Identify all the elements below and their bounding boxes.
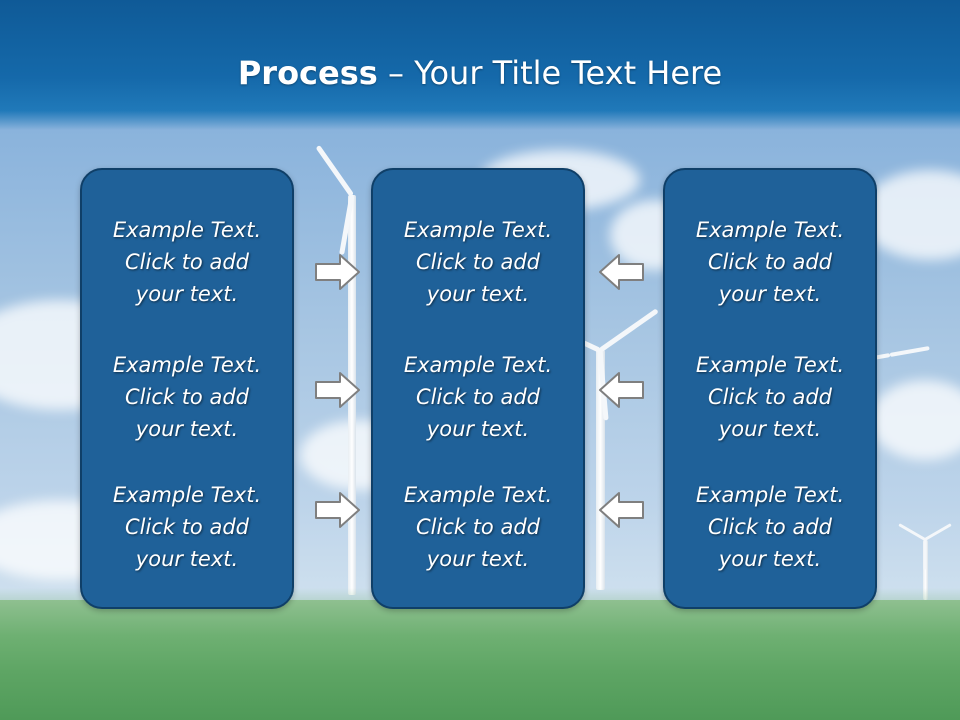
- text-line: your text.: [718, 417, 822, 441]
- text-line: Click to add: [707, 385, 832, 409]
- text-line: Example Text.: [403, 353, 553, 377]
- panel-text-block[interactable]: Example Text. Click to add your text.: [373, 479, 583, 575]
- arrow-left-icon: [599, 492, 644, 528]
- text-line: Click to add: [415, 385, 540, 409]
- panel-text-block[interactable]: Example Text. Click to add your text.: [82, 214, 292, 310]
- text-line: your text.: [426, 547, 530, 571]
- header-band: [0, 0, 960, 130]
- text-line: Click to add: [124, 515, 249, 539]
- text-line: Example Text.: [112, 353, 262, 377]
- arrow-left-icon: [599, 372, 644, 408]
- panel-text-block[interactable]: Example Text. Click to add your text.: [82, 349, 292, 445]
- arrow-right-icon: [315, 372, 360, 408]
- grass-field: [0, 600, 960, 720]
- arrow-left-icon: [599, 254, 644, 290]
- panel-text-block[interactable]: Example Text. Click to add your text.: [373, 214, 583, 310]
- text-line: Example Text.: [403, 218, 553, 242]
- process-panel-left[interactable]: Example Text. Click to add your text. Ex…: [80, 168, 294, 609]
- panel-text-block[interactable]: Example Text. Click to add your text.: [373, 349, 583, 445]
- text-line: your text.: [718, 547, 822, 571]
- text-line: Example Text.: [695, 483, 845, 507]
- panel-text-block[interactable]: Example Text. Click to add your text.: [665, 214, 875, 310]
- panel-text-block[interactable]: Example Text. Click to add your text.: [665, 479, 875, 575]
- text-line: Example Text.: [403, 483, 553, 507]
- title-rest: – Your Title Text Here: [377, 54, 723, 92]
- slide-title[interactable]: Process – Your Title Text Here: [0, 54, 960, 92]
- text-line: Example Text.: [112, 483, 262, 507]
- panel-text-block[interactable]: Example Text. Click to add your text.: [665, 349, 875, 445]
- process-panel-middle[interactable]: Example Text. Click to add your text. Ex…: [371, 168, 585, 609]
- text-line: Click to add: [124, 385, 249, 409]
- panel-text-block[interactable]: Example Text. Click to add your text.: [82, 479, 292, 575]
- text-line: Click to add: [707, 515, 832, 539]
- cloud: [870, 380, 960, 460]
- process-panel-right[interactable]: Example Text. Click to add your text. Ex…: [663, 168, 877, 609]
- text-line: Example Text.: [695, 353, 845, 377]
- text-line: Click to add: [415, 250, 540, 274]
- title-strong: Process: [237, 54, 378, 92]
- text-line: Click to add: [707, 250, 832, 274]
- text-line: your text.: [135, 547, 239, 571]
- text-line: Example Text.: [695, 218, 845, 242]
- arrow-right-icon: [315, 254, 360, 290]
- text-line: your text.: [135, 417, 239, 441]
- text-line: Example Text.: [112, 218, 262, 242]
- text-line: Click to add: [124, 250, 249, 274]
- text-line: your text.: [426, 282, 530, 306]
- text-line: Click to add: [415, 515, 540, 539]
- arrow-right-icon: [315, 492, 360, 528]
- text-line: your text.: [426, 417, 530, 441]
- text-line: your text.: [135, 282, 239, 306]
- text-line: your text.: [718, 282, 822, 306]
